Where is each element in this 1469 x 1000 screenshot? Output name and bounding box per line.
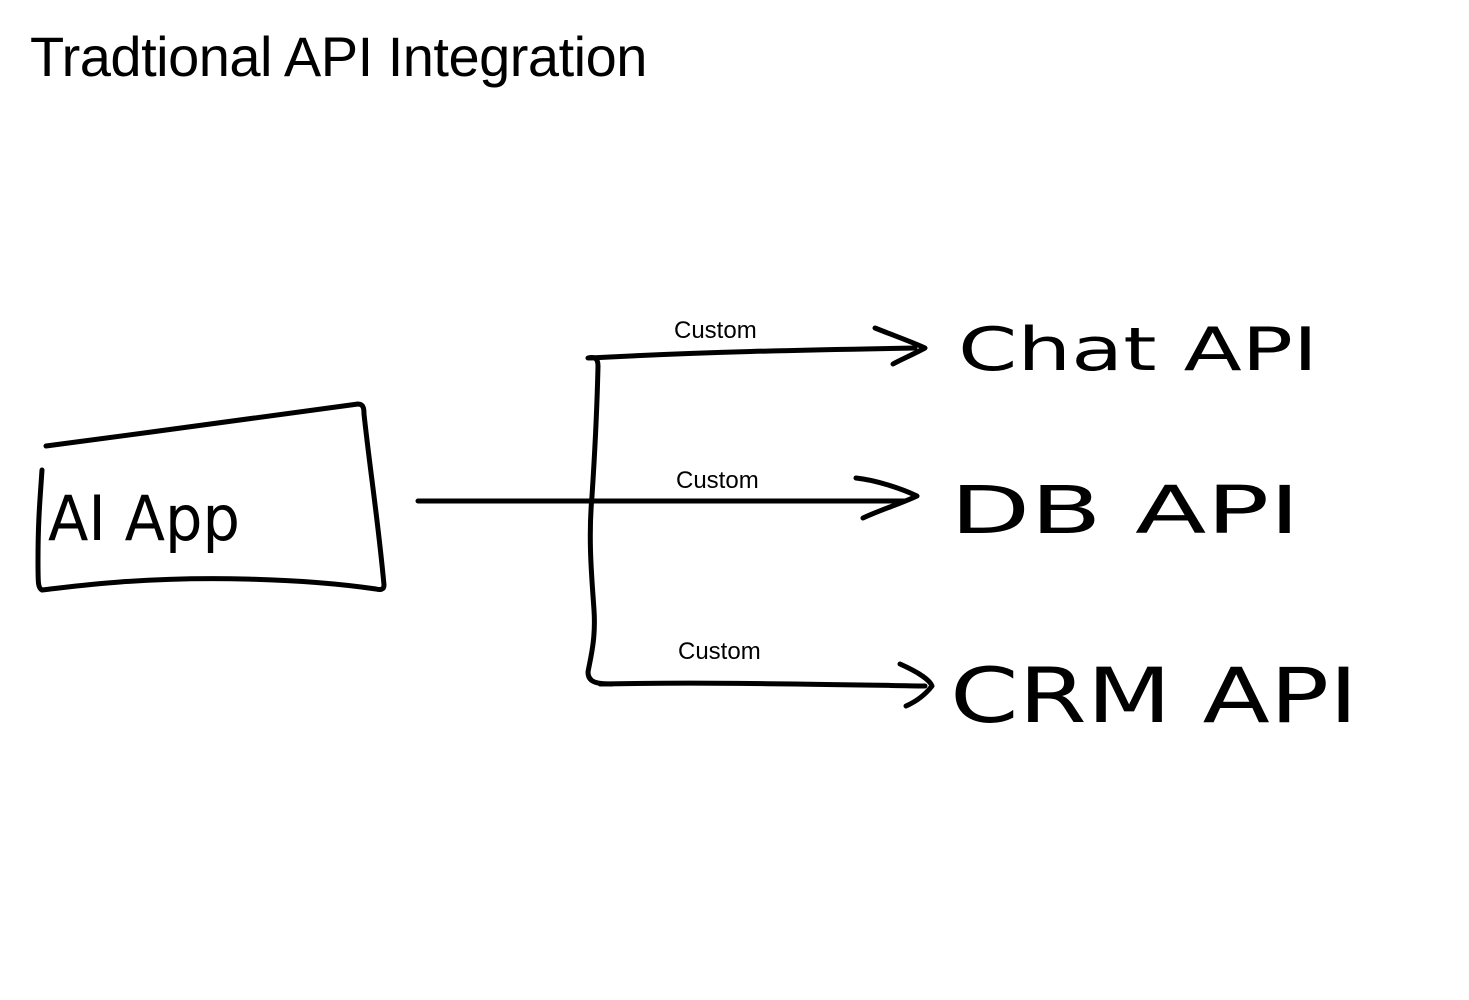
connector-line-1: [587, 345, 918, 361]
page-title: Tradtional API Integration: [30, 25, 647, 88]
source-node-label: AI App: [48, 482, 240, 555]
target-node-crm-api[interactable]: CRM API: [950, 651, 1358, 740]
connection-db-api: Custom DB API: [676, 467, 1300, 549]
connection-label-2: Custom: [676, 467, 759, 494]
connector-bracket: [585, 355, 615, 687]
connection-label-3: Custom: [678, 638, 761, 665]
arrowhead-icon: [853, 475, 920, 521]
connection-chat-api: Custom Chat API: [587, 315, 1318, 385]
target-node-chat-api[interactable]: Chat API: [958, 315, 1318, 385]
arrowhead-icon: [897, 661, 935, 709]
source-node-ai-app[interactable]: AI App: [35, 401, 387, 593]
connector-line-3: [597, 680, 928, 689]
arrowhead-icon: [872, 325, 928, 367]
source-node-box: [35, 401, 387, 593]
connection-crm-api: Custom CRM API: [597, 638, 1358, 740]
connection-label-1: Custom: [674, 317, 757, 344]
target-node-db-api[interactable]: DB API: [950, 472, 1300, 549]
